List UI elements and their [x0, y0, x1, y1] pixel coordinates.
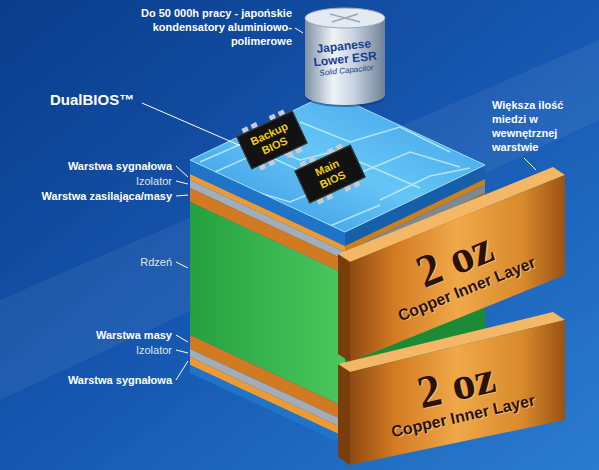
- trace: [270, 202, 380, 226]
- leader-line: [142, 103, 241, 146]
- leader-line: [176, 361, 188, 380]
- capacitor-label: Japanese Lower ESRSolid Capacitor: [308, 36, 381, 79]
- leader-line: [176, 262, 188, 268]
- leader-lines: [142, 28, 536, 380]
- layer-label: Izolator: [136, 174, 172, 188]
- leader-line: [295, 28, 303, 33]
- capacitor-body: [305, 18, 385, 95]
- leader-line: [176, 350, 188, 353]
- callout-note: Większa ilość miedzi w wewnętrznej warst…: [492, 98, 576, 154]
- leader-line: [176, 335, 188, 342]
- signal-layer-left: [190, 357, 345, 437]
- callout-note: Do 50 000h pracy - japońskie kondensator…: [138, 6, 292, 48]
- feature-label: DualBIOS™: [50, 91, 134, 109]
- capacitor-vent: [330, 14, 360, 22]
- layer-left-faces: [190, 160, 345, 445]
- capacitor-symbol: [305, 8, 385, 107]
- trace: [300, 122, 450, 152]
- copper-slab-side: [338, 364, 350, 465]
- layer-label: Rdzeń: [140, 255, 172, 269]
- leader-line: [176, 181, 188, 184]
- capacitor-top: [305, 8, 385, 28]
- layer-label: Warstwa masy: [96, 328, 172, 342]
- leader-line: [176, 195, 188, 196]
- layer-label: Warstwa zasilająca/masy: [42, 189, 172, 203]
- layer-label: Izolator: [136, 343, 172, 357]
- layer-label: Warstwa sygnałowa: [68, 159, 172, 173]
- trace: [380, 168, 470, 200]
- copper-slab-side: [338, 254, 350, 362]
- copper-slab: [338, 312, 565, 465]
- copper-slab-front: [350, 320, 565, 465]
- circuit-traces: [200, 110, 470, 226]
- board-left-face: [190, 365, 345, 445]
- layer-label: Warstwa sygnałowa: [68, 373, 172, 387]
- insulator-left: [190, 349, 345, 429]
- leader-line: [524, 158, 536, 170]
- board-top-face: [190, 93, 485, 232]
- leader-line: [176, 166, 188, 177]
